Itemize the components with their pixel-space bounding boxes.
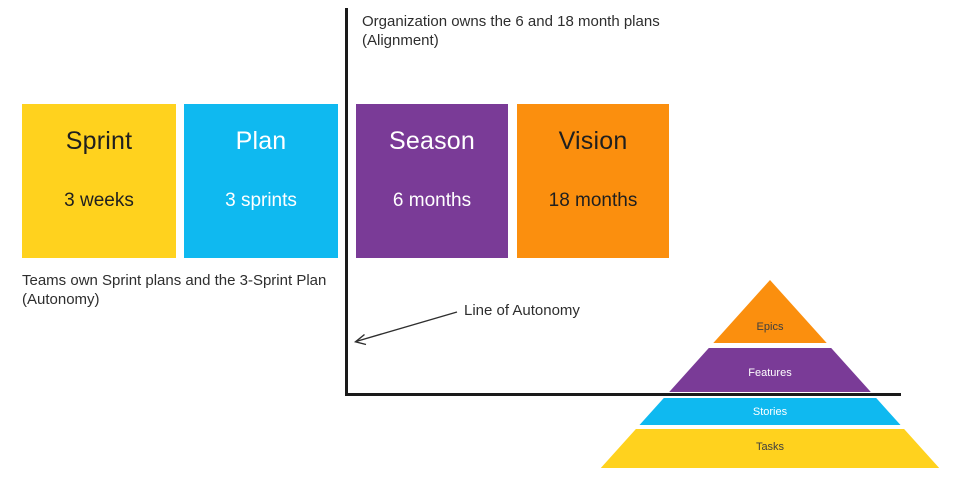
alignment-annotation-line1: Organization owns the 6 and 18 month pla… <box>362 13 660 30</box>
alignment-annotation-line2: (Alignment) <box>362 32 439 49</box>
sprint-box: Sprint 3 weeks <box>22 104 176 258</box>
pyramid-label-stories: Stories <box>753 406 788 418</box>
pyramid-label-epics: Epics <box>757 321 784 333</box>
season-box: Season 6 months <box>356 104 508 258</box>
arrow-head-icon <box>353 333 367 346</box>
autonomy-annotation: Teams own Sprint plans and the 3-Sprint … <box>22 271 326 309</box>
sprint-box-title: Sprint <box>65 127 133 155</box>
pyramid-label-features: Features <box>748 367 792 379</box>
line-of-autonomy-label: Line of Autonomy <box>464 302 580 319</box>
vision-box: Vision 18 months <box>517 104 669 258</box>
season-box-subtitle: 6 months <box>392 190 472 211</box>
plan-box-title: Plan <box>235 127 287 155</box>
season-box-title: Season <box>389 127 475 155</box>
pyramid-layer-stories <box>639 398 901 425</box>
backlog-pyramid: Epics Features Stories Tasks <box>600 280 940 468</box>
plan-box-subtitle: 3 sprints <box>225 190 297 211</box>
pyramid-layer-tasks <box>600 429 940 468</box>
vision-box-subtitle: 18 months <box>548 190 638 211</box>
alignment-annotation: Organization owns the 6 and 18 month pla… <box>362 12 660 50</box>
pyramid-label-tasks: Tasks <box>756 441 785 453</box>
plan-box: Plan 3 sprints <box>184 104 338 258</box>
pyramid-layer-features <box>669 348 871 392</box>
arrow-shaft <box>355 311 458 343</box>
autonomy-arrow <box>353 311 458 346</box>
autonomy-annotation-line1: Teams own Sprint plans and the 3-Sprint … <box>22 272 327 289</box>
autonomy-annotation-line2: (Autonomy) <box>22 291 100 308</box>
vision-box-title: Vision <box>558 127 628 155</box>
pyramid-layer-epics <box>713 280 827 343</box>
sprint-box-subtitle: 3 weeks <box>64 190 134 211</box>
